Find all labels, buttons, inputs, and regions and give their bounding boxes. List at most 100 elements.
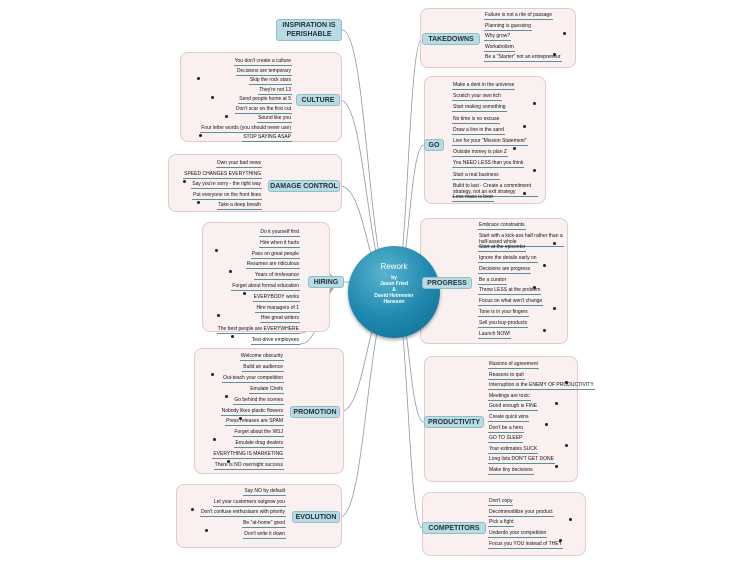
topic-hiring[interactable]: HIRING — [308, 276, 344, 288]
progress-item[interactable]: Embrace constraints — [478, 222, 526, 230]
go-item[interactable]: Build to last - Create a commitment stra… — [452, 183, 538, 197]
hiring-item[interactable]: Hire managers of 1 — [255, 304, 300, 313]
go-item[interactable]: Make a dent in the universe — [452, 82, 516, 90]
competitors-item[interactable]: Don't copy — [488, 498, 514, 506]
promotion-item[interactable]: Out-teach your competition — [221, 374, 284, 383]
progress-item[interactable]: Launch NOW! — [478, 331, 512, 339]
note-marker-icon — [231, 335, 234, 339]
productivity-item[interactable]: Make tiny decisions — [488, 467, 534, 475]
topic-progress[interactable]: PROGRESS — [422, 277, 472, 289]
culture-item[interactable]: Skip the rock stars — [248, 77, 292, 85]
topic-productivity[interactable]: PRODUCTIVITY — [424, 416, 484, 428]
productivity-item[interactable]: Create quick wins — [488, 414, 530, 422]
go-item[interactable]: No time is no excuse — [452, 115, 501, 124]
topic-promotion[interactable]: PROMOTION — [290, 406, 340, 418]
hiring-item[interactable]: Hire when it hurts — [259, 239, 300, 248]
competitors-item[interactable]: Underdo your competition — [488, 530, 548, 539]
central-topic[interactable]: Rework by Jason Fried & David Heinmeier … — [348, 246, 440, 338]
evolution-item[interactable]: Don't confuse enthusiasm with priority — [199, 509, 286, 518]
progress-item[interactable]: Start with a kick-ass half rather than a… — [478, 232, 564, 247]
productivity-item[interactable]: Reasons to quit — [488, 371, 525, 380]
go-item[interactable]: You NEED LESS than you think — [452, 160, 525, 169]
productivity-item[interactable]: Meetings are toxic — [488, 392, 531, 401]
culture-item[interactable]: They're not 13 — [258, 86, 292, 95]
culture-item[interactable]: Decisions are temporary — [235, 67, 292, 76]
takedowns-item[interactable]: Failure is not a rite of passage — [484, 12, 553, 20]
go-item[interactable]: Outside money is plan Z — [452, 149, 508, 158]
hiring-item[interactable]: Years of irrelevance — [253, 272, 300, 281]
damage-item[interactable]: Take a deep breath — [217, 202, 262, 210]
culture-item[interactable]: Send people home at 5 — [238, 96, 292, 104]
productivity-item[interactable]: Interruption is the ENEMY OF PRODUCTIVIT… — [488, 382, 595, 391]
takedowns-item[interactable]: Workaholism — [484, 43, 515, 52]
takedowns-item[interactable]: Why grow? — [484, 33, 512, 41]
go-item[interactable]: Start a real business — [452, 171, 500, 180]
hiring-item[interactable]: Resumes are ridiculous — [245, 261, 300, 270]
progress-item[interactable]: Sell you buy-products — [478, 320, 529, 329]
topic-inspiration[interactable]: INSPIRATION IS PERISHABLE — [276, 19, 342, 41]
competitors-item[interactable]: Decommoditize your product — [488, 508, 554, 517]
productivity-item[interactable]: Don't be a hero — [488, 424, 525, 433]
hiring-item[interactable]: Forget about formal education — [231, 283, 300, 291]
promotion-item[interactable]: Nobody likes plastic flowers — [220, 407, 284, 416]
damage-item[interactable]: Put everyone on the front lines — [192, 191, 262, 200]
evolution-item[interactable]: Be "at-home" good — [242, 520, 286, 529]
productivity-item[interactable]: Illusions of agreement — [488, 361, 539, 369]
productivity-item[interactable]: Good enough is FINE — [488, 403, 539, 412]
promotion-item[interactable]: Press releases are SPAM — [225, 418, 284, 427]
note-marker-icon — [533, 102, 536, 106]
hiring-item[interactable]: Test-drive employees — [250, 337, 300, 345]
topic-culture[interactable]: CULTURE — [296, 94, 340, 106]
progress-item[interactable]: Throw LESS at the problem — [478, 287, 542, 296]
promotion-item[interactable]: Emulate Chefs — [249, 385, 284, 394]
go-item[interactable]: Draw a line in the sand — [452, 126, 505, 135]
competitors-item[interactable]: Pick a fight — [488, 519, 515, 528]
progress-item[interactable]: Decisions are progress — [478, 265, 532, 274]
culture-item[interactable]: Sound like you — [257, 115, 292, 123]
topic-evolution[interactable]: EVOLUTION — [292, 511, 340, 523]
progress-item[interactable]: Be a curator — [478, 276, 508, 285]
evolution-item[interactable]: Let your customers outgrow you — [212, 498, 286, 507]
promotion-item[interactable]: Forget about the WSJ — [233, 429, 284, 438]
damage-item[interactable]: SPEED CHANGES EVERYTHING — [183, 170, 262, 179]
topic-damage[interactable]: DAMAGE CONTROL — [268, 180, 340, 192]
progress-item[interactable]: Focus on what won't change — [478, 298, 544, 307]
hiring-item[interactable]: Do it yourself first — [259, 229, 300, 237]
topic-takedowns[interactable]: TAKEDOWNS — [422, 33, 480, 45]
hiring-item[interactable]: The best people are EVERYWHERE — [216, 326, 300, 335]
go-item[interactable]: Scratch your own itch — [452, 93, 502, 102]
damage-item[interactable]: Own your bad news — [215, 160, 262, 168]
takedowns-item[interactable]: Be a "Starter" not an entrepreneur — [484, 54, 562, 62]
topic-competitors[interactable]: COMPETITORS — [422, 522, 486, 534]
culture-item[interactable]: Don't scar on the first cut — [234, 105, 292, 114]
note-marker-icon — [533, 285, 536, 289]
competitors-item[interactable]: Focus you YOU instead of THEY — [488, 540, 563, 549]
culture-item[interactable]: STOP SAYING ASAP — [242, 134, 292, 142]
productivity-item[interactable]: Long lists DON'T GET DONE — [488, 456, 555, 465]
note-marker-icon — [211, 372, 214, 376]
progress-item[interactable]: Ignore the details early on — [478, 254, 538, 263]
damage-item[interactable]: Say you're sorry - the right way — [191, 181, 262, 189]
go-item[interactable]: Start making something — [452, 104, 507, 113]
go-item[interactable]: Live for your "Mission Statement" — [452, 138, 528, 146]
progress-item[interactable]: Start at the epicenter — [478, 243, 527, 252]
go-item[interactable]: Less mass is best — [452, 194, 494, 202]
promotion-item[interactable]: Welcome obscurity — [239, 353, 284, 361]
productivity-item[interactable]: Your estimates SUCK — [488, 445, 539, 454]
productivity-item[interactable]: GO TO SLEEP — [488, 435, 524, 444]
promotion-item[interactable]: Go behind the scenes — [233, 396, 284, 405]
hiring-item[interactable]: EVERYBODY works — [252, 293, 300, 302]
evolution-item[interactable]: Say NO by default — [243, 488, 286, 496]
culture-item[interactable]: You don't create a culture — [233, 58, 292, 66]
hiring-item[interactable]: Hire great writers — [259, 315, 300, 324]
promotion-item[interactable]: EVERYTHING IS MARKETING — [212, 451, 284, 460]
progress-item[interactable]: Tone is in your fingers — [478, 309, 529, 318]
evolution-item[interactable]: Don't write it down — [243, 530, 286, 539]
hiring-item[interactable]: Pass on great people — [250, 250, 300, 259]
takedowns-item[interactable]: Planning is guessing — [484, 22, 532, 31]
promotion-item[interactable]: There is NO overnight success — [213, 462, 284, 470]
culture-item[interactable]: Four letter words (you should never use) — [200, 124, 292, 133]
topic-go[interactable]: GO — [424, 139, 444, 151]
promotion-item[interactable]: Build an audience — [242, 363, 284, 372]
promotion-item[interactable]: Emulate drug dealers — [234, 440, 284, 449]
